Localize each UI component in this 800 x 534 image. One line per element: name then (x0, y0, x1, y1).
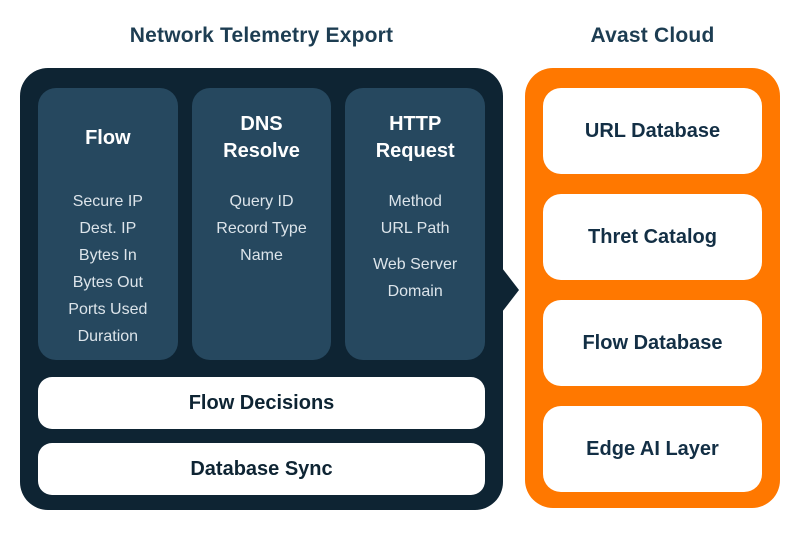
list-item: Duration (77, 328, 139, 345)
card-label: Flow Database (582, 331, 723, 354)
database-sync-label: Database Sync (190, 457, 333, 480)
list-item: Web Server Domain (373, 256, 458, 300)
column-http-request-items: Method URL Path Web Server Domain (356, 188, 474, 305)
column-flow: Flow Secure IP Dest. IP Bytes In Bytes O… (38, 88, 178, 360)
right-arrow-icon (502, 268, 519, 312)
database-sync-bar: Database Sync (38, 443, 485, 495)
list-item: Secure IP (72, 193, 143, 210)
telemetry-export-panel: Flow Secure IP Dest. IP Bytes In Bytes O… (20, 68, 519, 510)
card-url-database: URL Database (543, 88, 762, 174)
left-section-title: Network Telemetry Export (129, 24, 394, 47)
column-http-request-heading: HTTP Request (375, 113, 455, 162)
column-http-request: HTTP Request Method URL Path Web Server … (345, 88, 486, 360)
column-flow-heading: Flow (85, 126, 131, 149)
card-flow-database: Flow Database (543, 300, 762, 386)
list-item: Record Type (216, 220, 307, 237)
column-dns-resolve-items: Query ID Record Type Name (216, 188, 306, 269)
avast-cloud-panel: URL Database Thret Catalog Flow Database… (525, 68, 780, 508)
right-section-title: Avast Cloud (590, 24, 715, 47)
list-item: Bytes In (78, 247, 137, 264)
list-item: Ports Used (68, 301, 148, 318)
card-edge-ai-layer: Edge AI Layer (543, 406, 762, 492)
list-item: Name (240, 247, 283, 264)
list-item: Query ID (229, 193, 294, 210)
telemetry-columns: Flow Secure IP Dest. IP Bytes In Bytes O… (38, 88, 486, 360)
column-flow-items: Secure IP Dest. IP Bytes In Bytes Out Po… (68, 188, 147, 350)
card-label: Thret Catalog (588, 225, 717, 248)
column-dns-resolve-heading: DNS Resolve (223, 113, 300, 162)
card-label: Edge AI Layer (586, 437, 719, 460)
list-item: URL Path (380, 220, 450, 237)
card-thret-catalog: Thret Catalog (543, 194, 762, 280)
column-dns-resolve: DNS Resolve Query ID Record Type Name (191, 88, 332, 360)
flow-decisions-bar: Flow Decisions (38, 377, 485, 429)
list-item: Method (388, 193, 442, 210)
card-label: URL Database (584, 119, 721, 142)
list-item: Dest. IP (79, 220, 137, 237)
flow-decisions-label: Flow Decisions (188, 391, 335, 414)
list-item: Bytes Out (72, 274, 143, 291)
